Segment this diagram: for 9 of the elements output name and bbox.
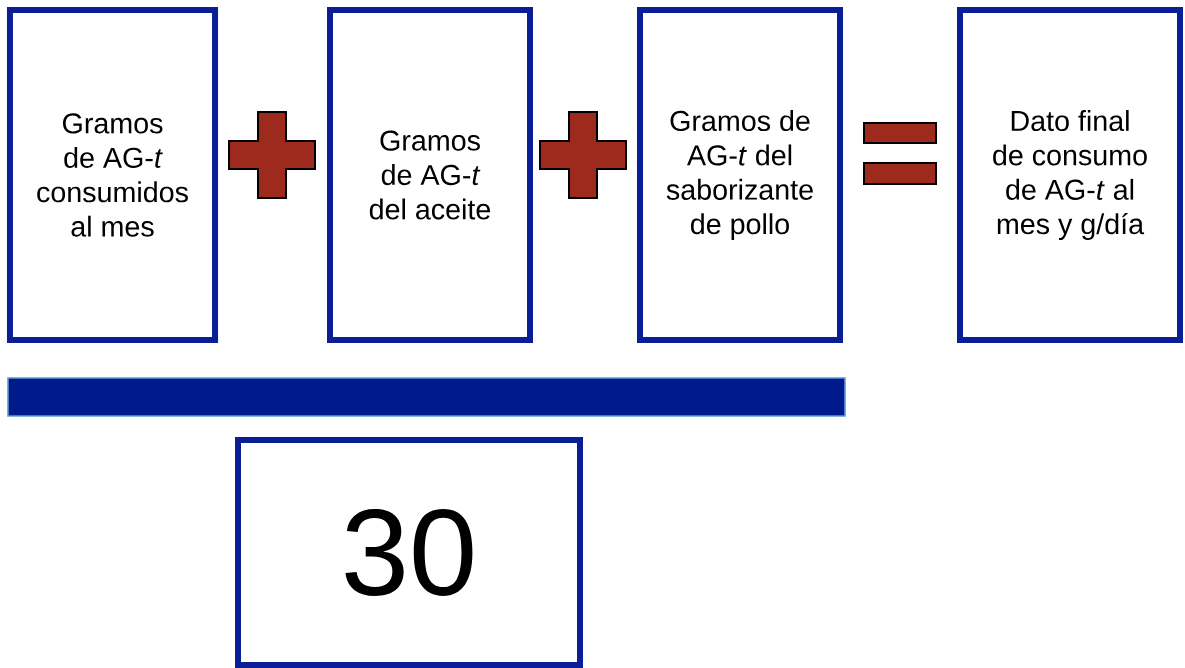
text-box: Dato final de consumo de AG-t al mes y g/día — [957, 7, 1183, 343]
equals-sign — [863, 122, 937, 185]
text-box: 30 — [235, 437, 583, 668]
text-box: Gramos de AG-t del aceite — [327, 7, 533, 343]
text-box: Gramos de AG-t del saborizante de pollo — [637, 7, 843, 343]
plus-sign — [539, 111, 627, 199]
plus-sign — [228, 111, 316, 199]
fraction-bar — [7, 377, 846, 417]
text-box: Gramos de AG-t consumidos al mes — [6, 7, 219, 343]
